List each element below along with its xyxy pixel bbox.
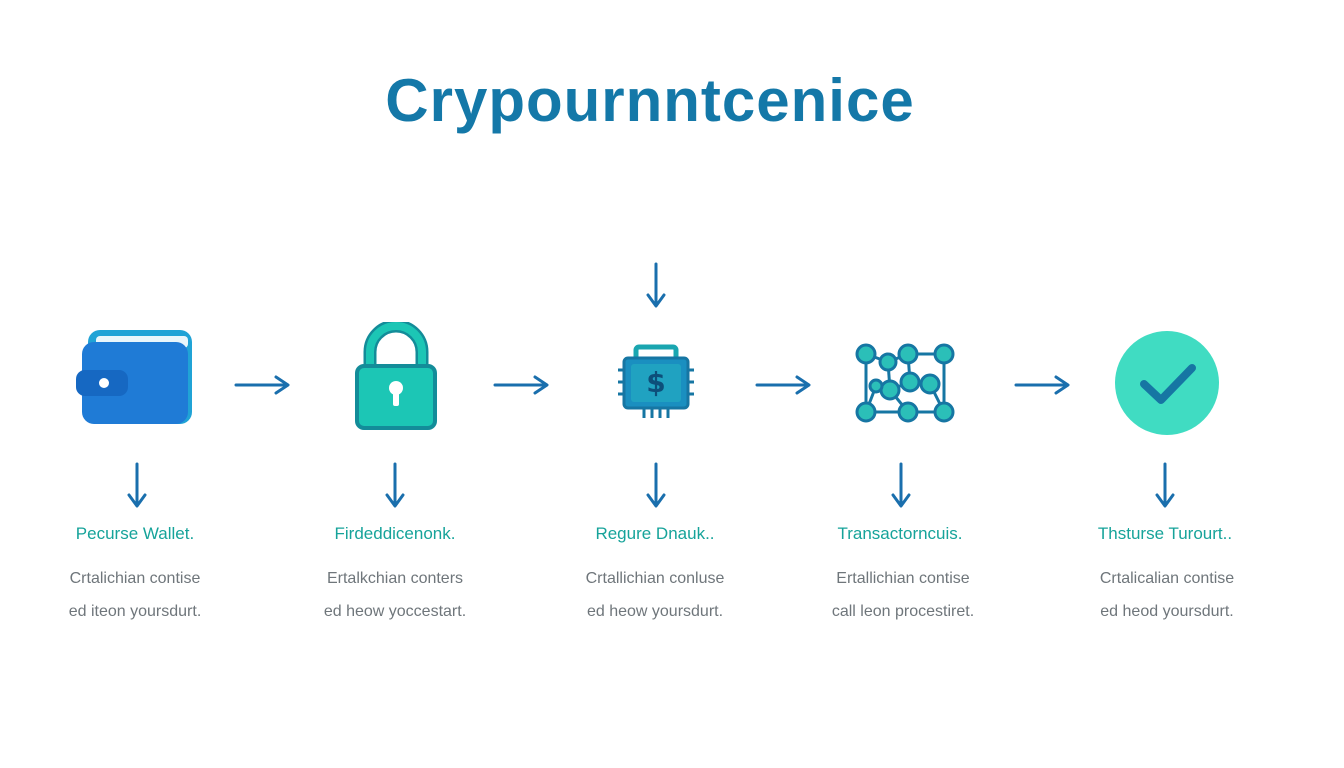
arrow-right-icon [493, 375, 549, 395]
padlock-icon [355, 322, 437, 430]
arrow-down-icon [646, 262, 666, 308]
step-description-line: Ertalkchian conters [326, 570, 464, 587]
arrow-down-icon [646, 462, 666, 508]
step-title: Firdeddicenonk. [334, 524, 456, 543]
dollar-chip-icon: $ [616, 344, 696, 424]
step-description: Crtalicalian contise ed heod yoursdurt. [1047, 562, 1287, 628]
step-description-line: ed iteon yoursdurt. [68, 603, 202, 620]
wallet-icon [76, 330, 192, 424]
arrow-down-icon [1155, 462, 1175, 508]
step-description-line: ed heow yoccestart. [323, 603, 467, 620]
step-description-line: Crtallichian conluse [585, 570, 725, 587]
chip-symbol: $ [646, 366, 666, 399]
step-description: Crtallichian conluse ed heow yoursdurt. [535, 562, 775, 628]
arrow-down-icon [891, 462, 911, 508]
step-title: Pecurse Wallet. [75, 524, 195, 543]
arrow-right-icon [234, 375, 290, 395]
arrow-down-icon [127, 462, 147, 508]
step-description-line: Crtalichian contise [69, 570, 201, 587]
arrow-right-icon [1014, 375, 1070, 395]
step-description-line: ed heow yoursdurt. [586, 603, 724, 620]
step-description-line: ed heod yoursdurt. [1100, 603, 1234, 620]
step-title: Regure Dnauk.. [595, 524, 715, 543]
step-title: Thsturse Turourt.. [1097, 524, 1233, 543]
step-description-line: Crtalicalian contise [1099, 570, 1235, 587]
diagram-title: Crypournntcenice [385, 67, 915, 134]
step-description: Ertalkchian conters ed heow yoccestart. [275, 562, 515, 628]
step-description: Ertallichian contise call leon procestir… [783, 562, 1023, 628]
step-description-line: Ertallichian contise [836, 570, 970, 587]
arrow-down-icon [385, 462, 405, 508]
step-description: Crtalichian contise ed iteon yoursdurt. [15, 562, 255, 628]
blockchain-network-icon [855, 343, 955, 423]
checkmark-circle-icon [1115, 331, 1219, 435]
step-description-line: call leon procestiret. [831, 603, 975, 620]
arrow-right-icon [755, 375, 811, 395]
step-title: Transactorncuis. [837, 524, 963, 543]
